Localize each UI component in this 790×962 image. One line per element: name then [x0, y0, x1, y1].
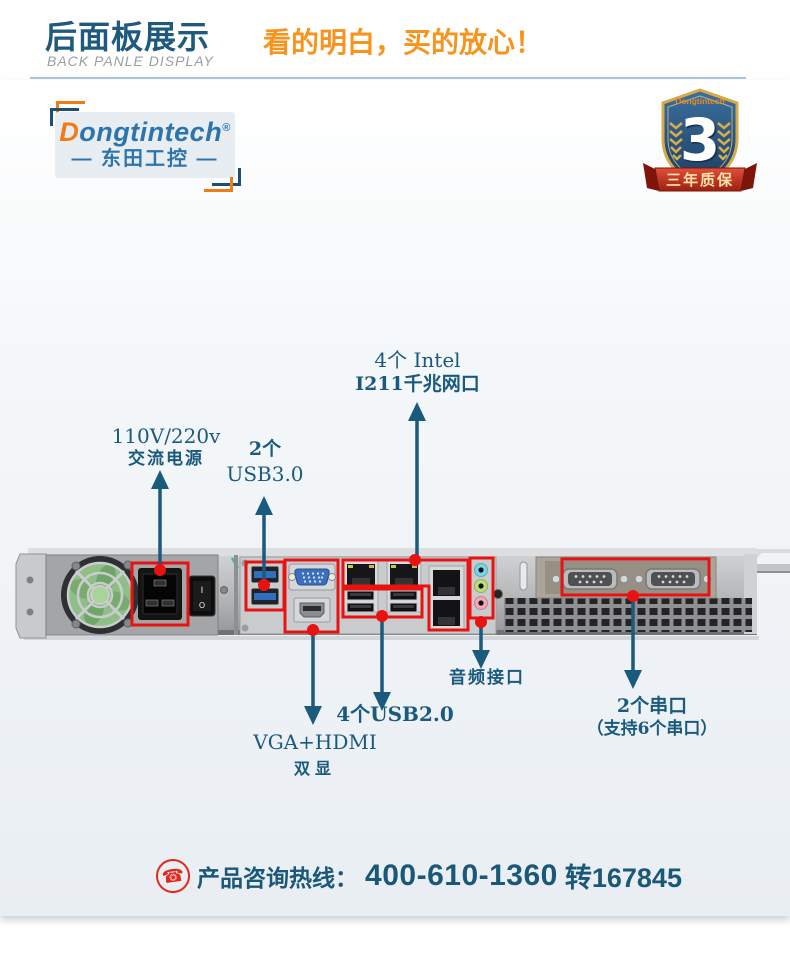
phone-icon: ☎ — [153, 856, 193, 895]
hdmi-port — [293, 597, 331, 623]
audio-jacks — [474, 563, 488, 610]
display-label: VGA+HDMI 双显 — [253, 730, 377, 778]
serial-label: 2个串口 （支持6个串口） — [586, 695, 718, 739]
logo-corner-bracket-orange-2 — [204, 177, 233, 192]
logo-corner-bracket-navy — [50, 108, 79, 126]
lan-label: 4个 Intel I211千兆网口 — [355, 348, 480, 395]
power-label: 110V/220v 交流电源 — [111, 424, 221, 469]
hotline-label: 产品咨询热线： — [197, 864, 359, 891]
usb2-ports — [346, 590, 418, 613]
logo-cn-text: — 东田工控 — — [71, 147, 219, 170]
antenna-hole — [493, 589, 503, 599]
bracket-slot — [519, 561, 528, 591]
chassis-screw — [220, 586, 228, 594]
svg-text:I: I — [201, 586, 204, 596]
psu-screws — [71, 560, 133, 629]
badge-number: 3 — [680, 106, 720, 174]
lan-highlight-box — [341, 558, 470, 632]
serial-ports — [551, 568, 712, 590]
power-inlet — [138, 568, 182, 620]
hotline-phone-number: 400-610-1360 — [365, 858, 558, 892]
vga-port — [288, 563, 336, 591]
audio-label: 音频接口 — [449, 668, 525, 688]
badge-ribbon: 三年质保 — [643, 163, 757, 192]
power-switch: I O — [188, 575, 216, 617]
logo-corner-bracket-navy-2 — [212, 168, 241, 186]
psu-fan — [61, 556, 139, 634]
logo-brand-text: Dongtintech® — [59, 116, 231, 147]
brand-logo: Dongtintech® — 东田工控 — — [55, 112, 235, 178]
vent-grid — [504, 598, 752, 632]
content-background — [0, 80, 790, 916]
badge-number-shadow: 3 — [681, 108, 721, 176]
rear-panel-photo: I O — [15, 548, 790, 640]
psu-section: I O — [45, 554, 240, 636]
header-divider — [30, 77, 746, 79]
svg-text:O: O — [199, 601, 205, 610]
rear-right-section — [493, 556, 752, 632]
usb2-label: 4个USB2.0 — [336, 702, 454, 726]
header-tagline: 看的明白，买的放心！ — [263, 27, 544, 58]
warranty-badge: Dongtintech 3 3 三年质保 — [643, 88, 757, 192]
io-plate — [239, 556, 497, 635]
badge-ribbon-label: 三年质保 — [666, 171, 734, 189]
page-title: 后面板展示 — [45, 19, 211, 55]
badge-brand-text: Dongtintech — [675, 96, 725, 106]
badge-laurel-icon — [669, 122, 731, 161]
hotline-extension: 转167845 — [564, 863, 682, 893]
hotline-bar: ☎ 产品咨询热线： 400-610-1360 转167845 — [0, 856, 790, 895]
page-subtitle: BACK PANLE DISPLAY — [47, 53, 214, 69]
usb3-label: 2个 USB3.0 — [226, 438, 304, 486]
